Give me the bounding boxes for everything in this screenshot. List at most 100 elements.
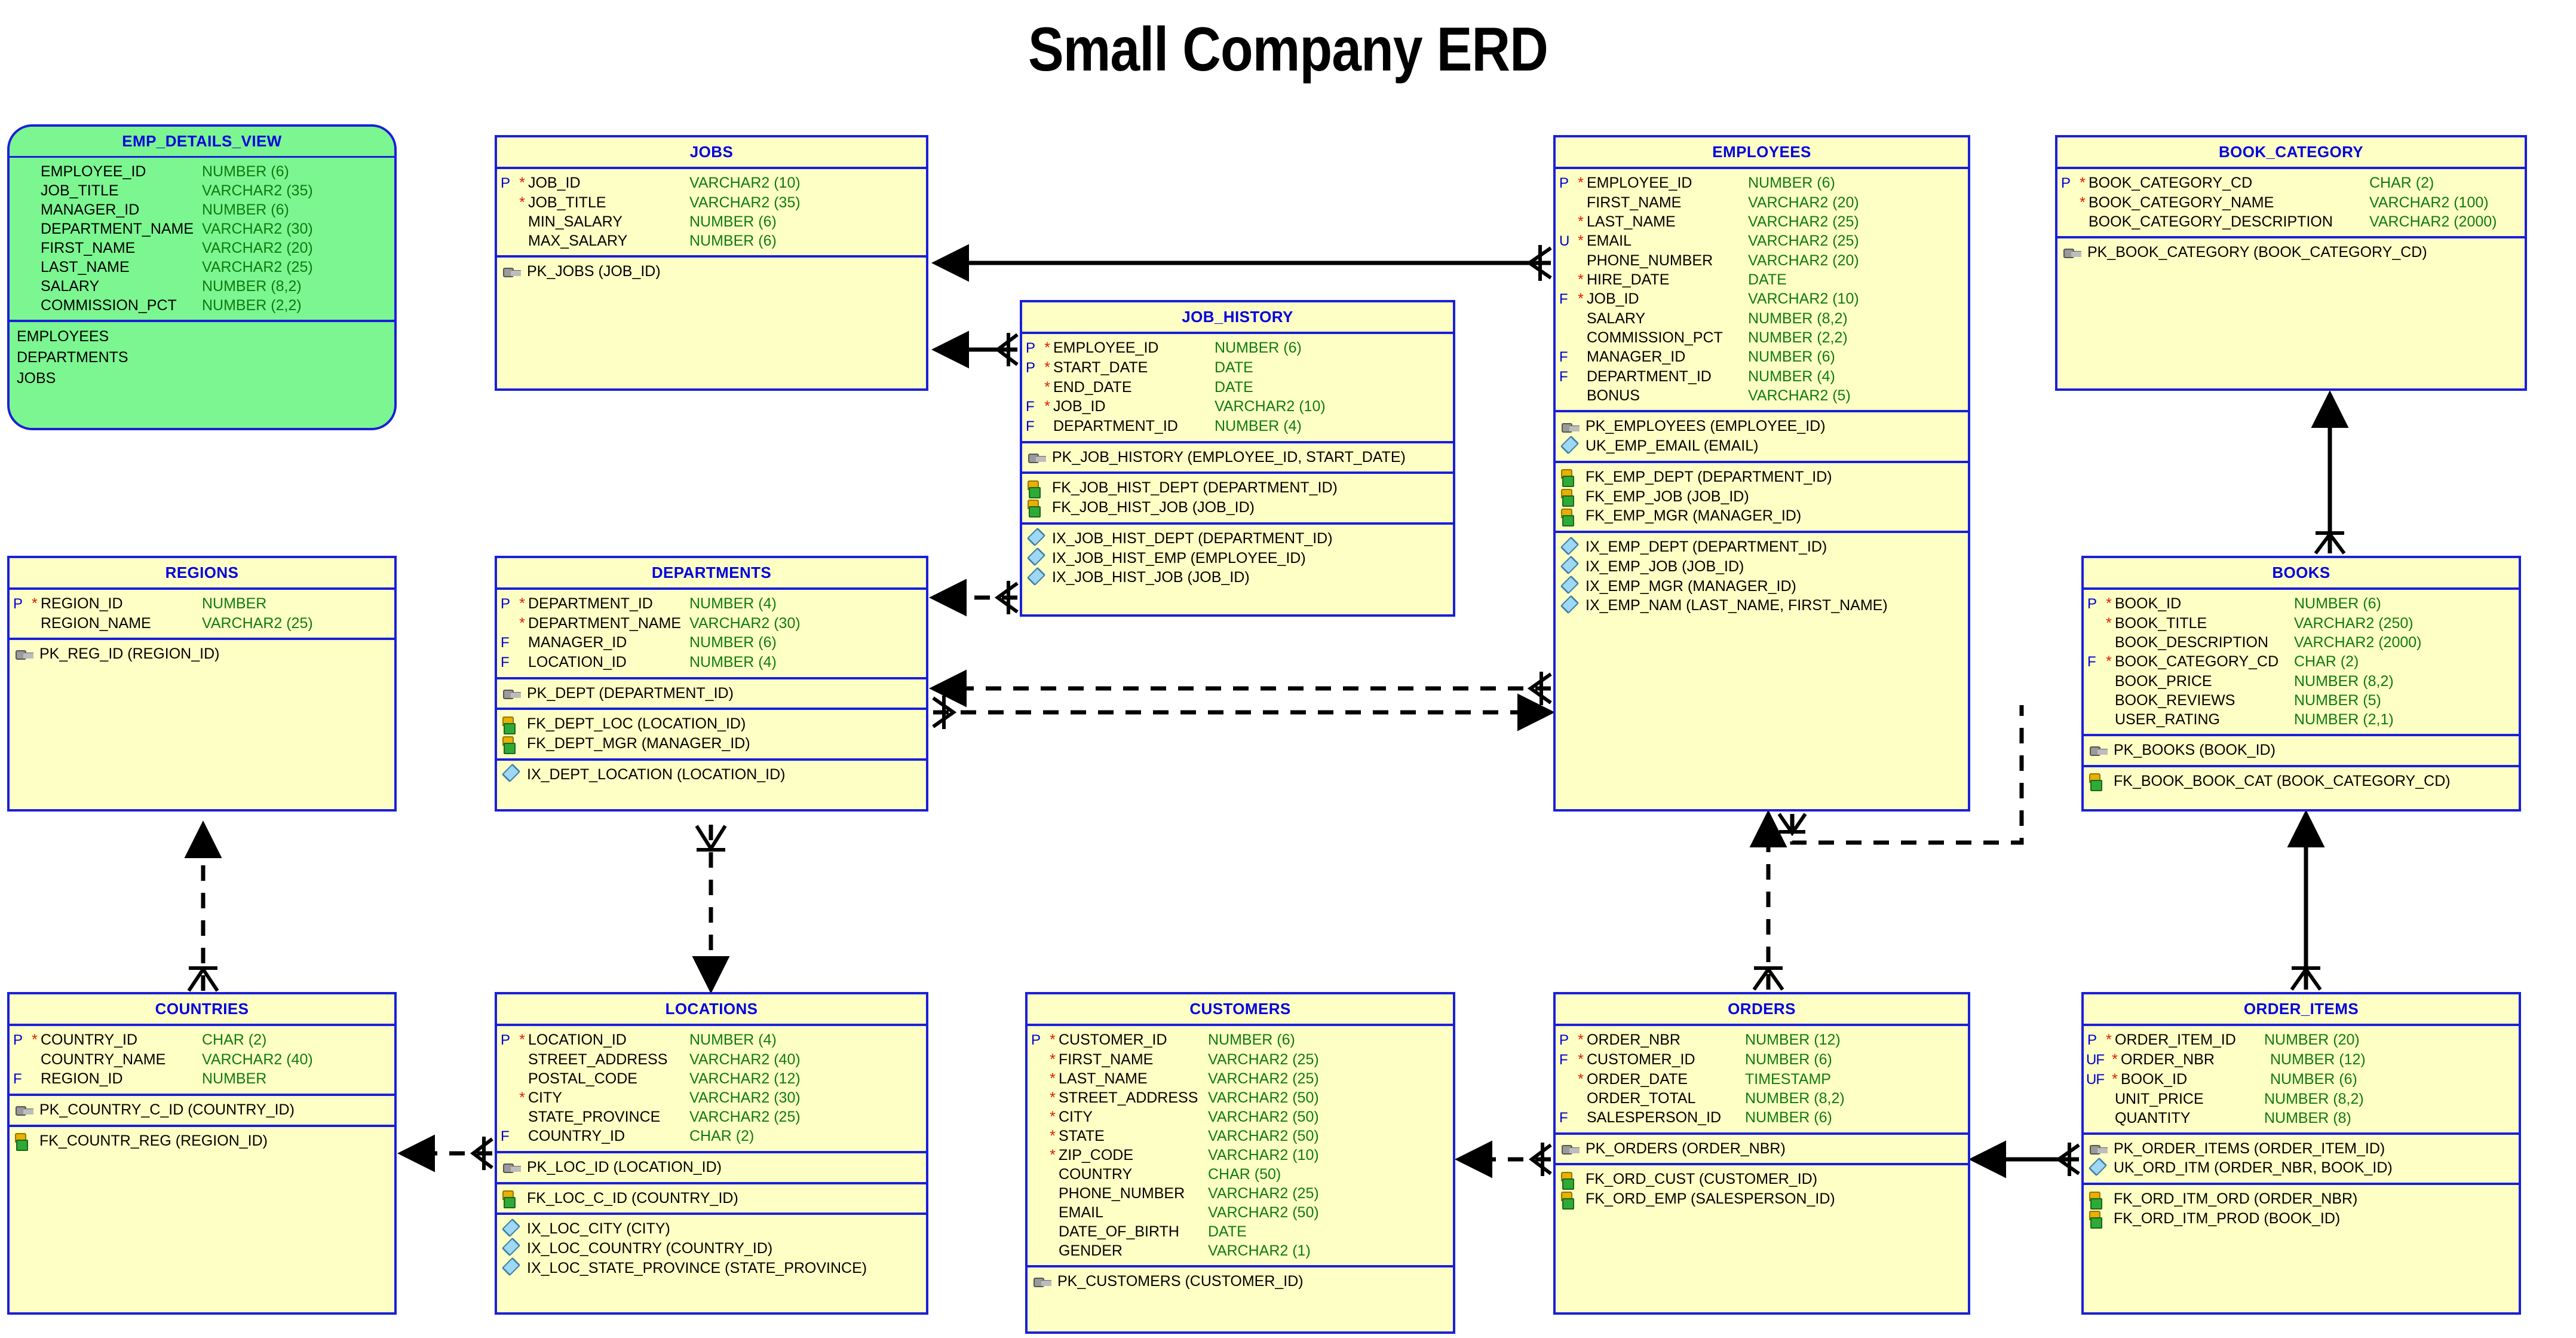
constraint-row: PK_JOBS (JOB_ID) — [497, 262, 926, 281]
constraint-row: IX_LOC_STATE_PROVINCE (STATE_PROVINCE) — [497, 1259, 926, 1278]
constraint-label: FK_ORD_ITM_ORD (ORDER_NBR) — [2114, 1190, 2358, 1208]
constraint-label: UK_EMP_EMAIL (EMAIL) — [1586, 437, 1759, 455]
attribute-datatype: NUMBER (6) — [689, 213, 777, 230]
constraint-row: FK_EMP_MGR (MANAGER_ID) — [1556, 506, 1968, 526]
foreign-key-icon — [1560, 1171, 1581, 1190]
constraint-label: PK_EMPLOYEES (EMPLOYEE_ID) — [1586, 418, 1826, 435]
attribute-name: BOOK_CATEGORY_NAME — [2089, 194, 2274, 211]
entity-title: COUNTRIES — [10, 994, 394, 1026]
attribute-datatype: VARCHAR2 (25) — [1208, 1051, 1319, 1068]
index-icon — [1560, 438, 1581, 455]
primary-key-icon — [1032, 1273, 1053, 1290]
attribute-datatype: VARCHAR2 (2000) — [2369, 213, 2497, 230]
constraint-row: PK_LOC_ID (LOCATION_ID) — [497, 1158, 926, 1177]
key-marker: P — [2061, 175, 2071, 191]
attribute-name: COUNTRY_NAME — [41, 1051, 166, 1068]
constraint-row: PK_DEPT (DEPARTMENT_ID) — [497, 684, 926, 703]
attribute-datatype: NUMBER (4) — [689, 595, 777, 612]
attribute-datatype: DATE — [1748, 271, 1787, 288]
attribute-name: PHONE_NUMBER — [1587, 252, 1713, 269]
primary-key-icon — [502, 263, 522, 280]
constraint-label: FK_DEPT_LOC (LOCATION_ID) — [527, 715, 746, 733]
constraint-label: PK_DEPT (DEPARTMENT_ID) — [527, 684, 734, 702]
foreign-key-icon — [1027, 499, 1047, 518]
attribute-name: JOB_ID — [528, 174, 581, 191]
constraint-label: IX_EMP_NAM (LAST_NAME, FIRST_NAME) — [1586, 597, 1888, 614]
attribute-datatype: VARCHAR2 (10) — [689, 174, 801, 191]
required-marker: * — [1050, 1070, 1056, 1087]
attribute-name: MANAGER_ID — [528, 633, 627, 651]
attribute-name: EMPLOYEE_ID — [1587, 174, 1692, 191]
attribute-name: FIRST_NAME — [1059, 1051, 1154, 1068]
required-marker: * — [1578, 174, 1584, 191]
required-marker: * — [1044, 359, 1050, 376]
attribute-datatype: VARCHAR2 (25) — [689, 1108, 801, 1125]
attribute-datatype: VARCHAR2 (30) — [202, 221, 313, 237]
attribute-name: LAST_NAME — [1587, 213, 1676, 230]
attribute-datatype: VARCHAR2 (20) — [1748, 252, 1859, 269]
key-marker: F — [1559, 1109, 1568, 1126]
constraint-row: PK_BOOK_CATEGORY (BOOK_CATEGORY_CD) — [2057, 243, 2525, 262]
constraint-label: PK_BOOKS (BOOK_ID) — [2114, 741, 2276, 758]
attribute-datatype: VARCHAR2 (40) — [689, 1051, 801, 1068]
constraint-label: FK_DEPT_MGR (MANAGER_ID) — [527, 735, 750, 752]
constraint-label: FK_COUNTR_REG (REGION_ID) — [39, 1132, 268, 1149]
attribute-name: EMAIL — [1059, 1204, 1104, 1221]
constraint-label: PK_COUNTRY_C_ID (COUNTRY_ID) — [39, 1101, 295, 1118]
constraint-row: FK_ORD_ITM_PROD (BOOK_ID) — [2084, 1209, 2519, 1229]
attribute-datatype: CHAR (50) — [1208, 1165, 1281, 1183]
attribute-datatype: VARCHAR2 (10) — [1208, 1146, 1319, 1164]
attribute-datatype: NUMBER (4) — [1215, 417, 1302, 434]
key-marker: P — [501, 596, 511, 612]
key-marker: P — [2087, 1032, 2097, 1048]
view-source-table: EMPLOYEES — [17, 328, 109, 345]
constraint-row: IX_EMP_JOB (JOB_ID) — [1556, 557, 1968, 577]
required-marker: * — [2080, 174, 2086, 191]
attribute-name: STREET_ADDRESS — [1059, 1089, 1198, 1106]
attribute-name: PHONE_NUMBER — [1059, 1184, 1185, 1202]
attribute-name: BOOK_TITLE — [2115, 614, 2207, 632]
primary-key-icon — [14, 1101, 35, 1118]
constraint-label: IX_LOC_COUNTRY (COUNTRY_ID) — [527, 1240, 773, 1257]
constraint-label: PK_JOBS (JOB_ID) — [527, 262, 661, 280]
required-marker: * — [32, 1031, 38, 1048]
constraint-label: FK_ORD_EMP (SALESPERSON_ID) — [1586, 1190, 1835, 1208]
attribute-datatype: VARCHAR2 (25) — [202, 259, 313, 275]
constraint-label: FK_BOOK_BOOK_CAT (BOOK_CATEGORY_CD) — [2114, 772, 2451, 789]
attribute-name: CITY — [528, 1089, 562, 1106]
key-marker: F — [2087, 653, 2096, 670]
attribute-name: SALARY — [41, 278, 100, 295]
attribute-name: CUSTOMER_ID — [1059, 1031, 1167, 1048]
attribute-name: LOCATION_ID — [528, 1031, 627, 1048]
required-marker: * — [519, 1031, 525, 1048]
